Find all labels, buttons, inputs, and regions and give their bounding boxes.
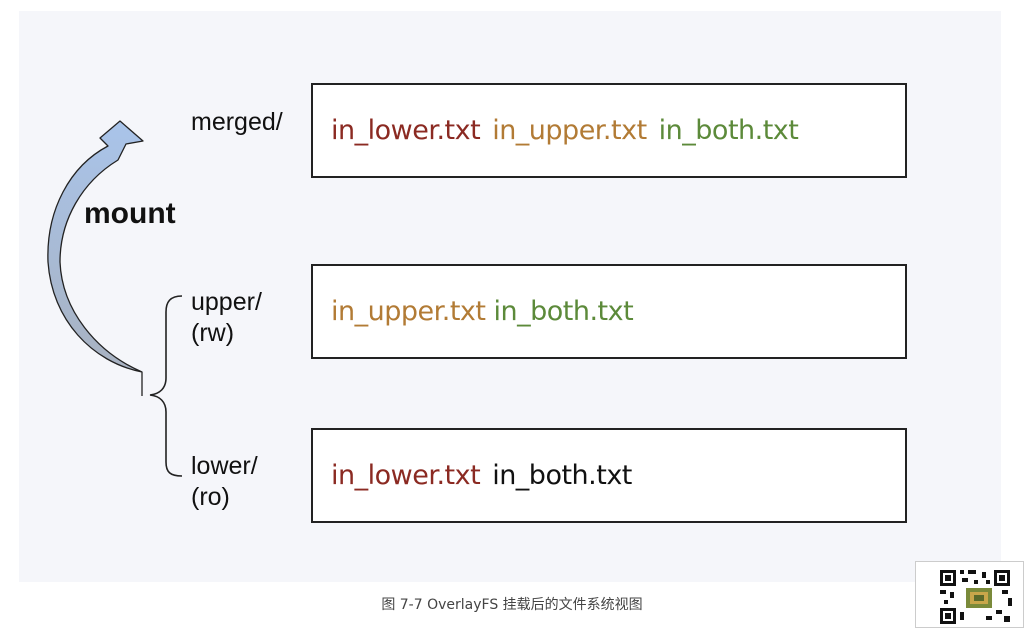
upper-dir-mode: (rw) (191, 319, 235, 347)
lower-dir-label: lower/ (ro) (191, 451, 258, 513)
qr-code-icon (940, 570, 1014, 624)
lower-dir-mode: (ro) (191, 483, 230, 511)
lower-files-box: in_lower.txt in_both.txt (311, 428, 907, 523)
upper-dir-label: upper/ (rw) (191, 287, 262, 349)
file-in-both: in_both.txt (492, 460, 632, 491)
mount-label: mount (84, 197, 176, 230)
merged-dir-name: merged/ (191, 108, 283, 136)
figure-caption: 图 7-7 OverlayFS 挂载后的文件系统视图 (381, 597, 643, 613)
lower-dir-name: lower/ (191, 452, 258, 480)
file-in-both: in_both.txt (493, 296, 634, 327)
file-in-upper: in_upper.txt (492, 115, 647, 146)
file-in-lower: in_lower.txt (331, 460, 481, 491)
merged-files-box: in_lower.txt in_upper.txt in_both.txt (311, 83, 907, 178)
mount-arrow (47, 120, 144, 396)
file-in-lower: in_lower.txt (331, 115, 481, 146)
layer-brace (149, 295, 183, 477)
upper-dir-name: upper/ (191, 288, 262, 316)
upper-files-box: in_upper.txt in_both.txt (311, 264, 907, 359)
merged-dir-label: merged/ (191, 107, 283, 138)
file-in-upper: in_upper.txt (331, 296, 486, 327)
qr-code (915, 561, 1024, 628)
file-in-both: in_both.txt (658, 115, 799, 146)
